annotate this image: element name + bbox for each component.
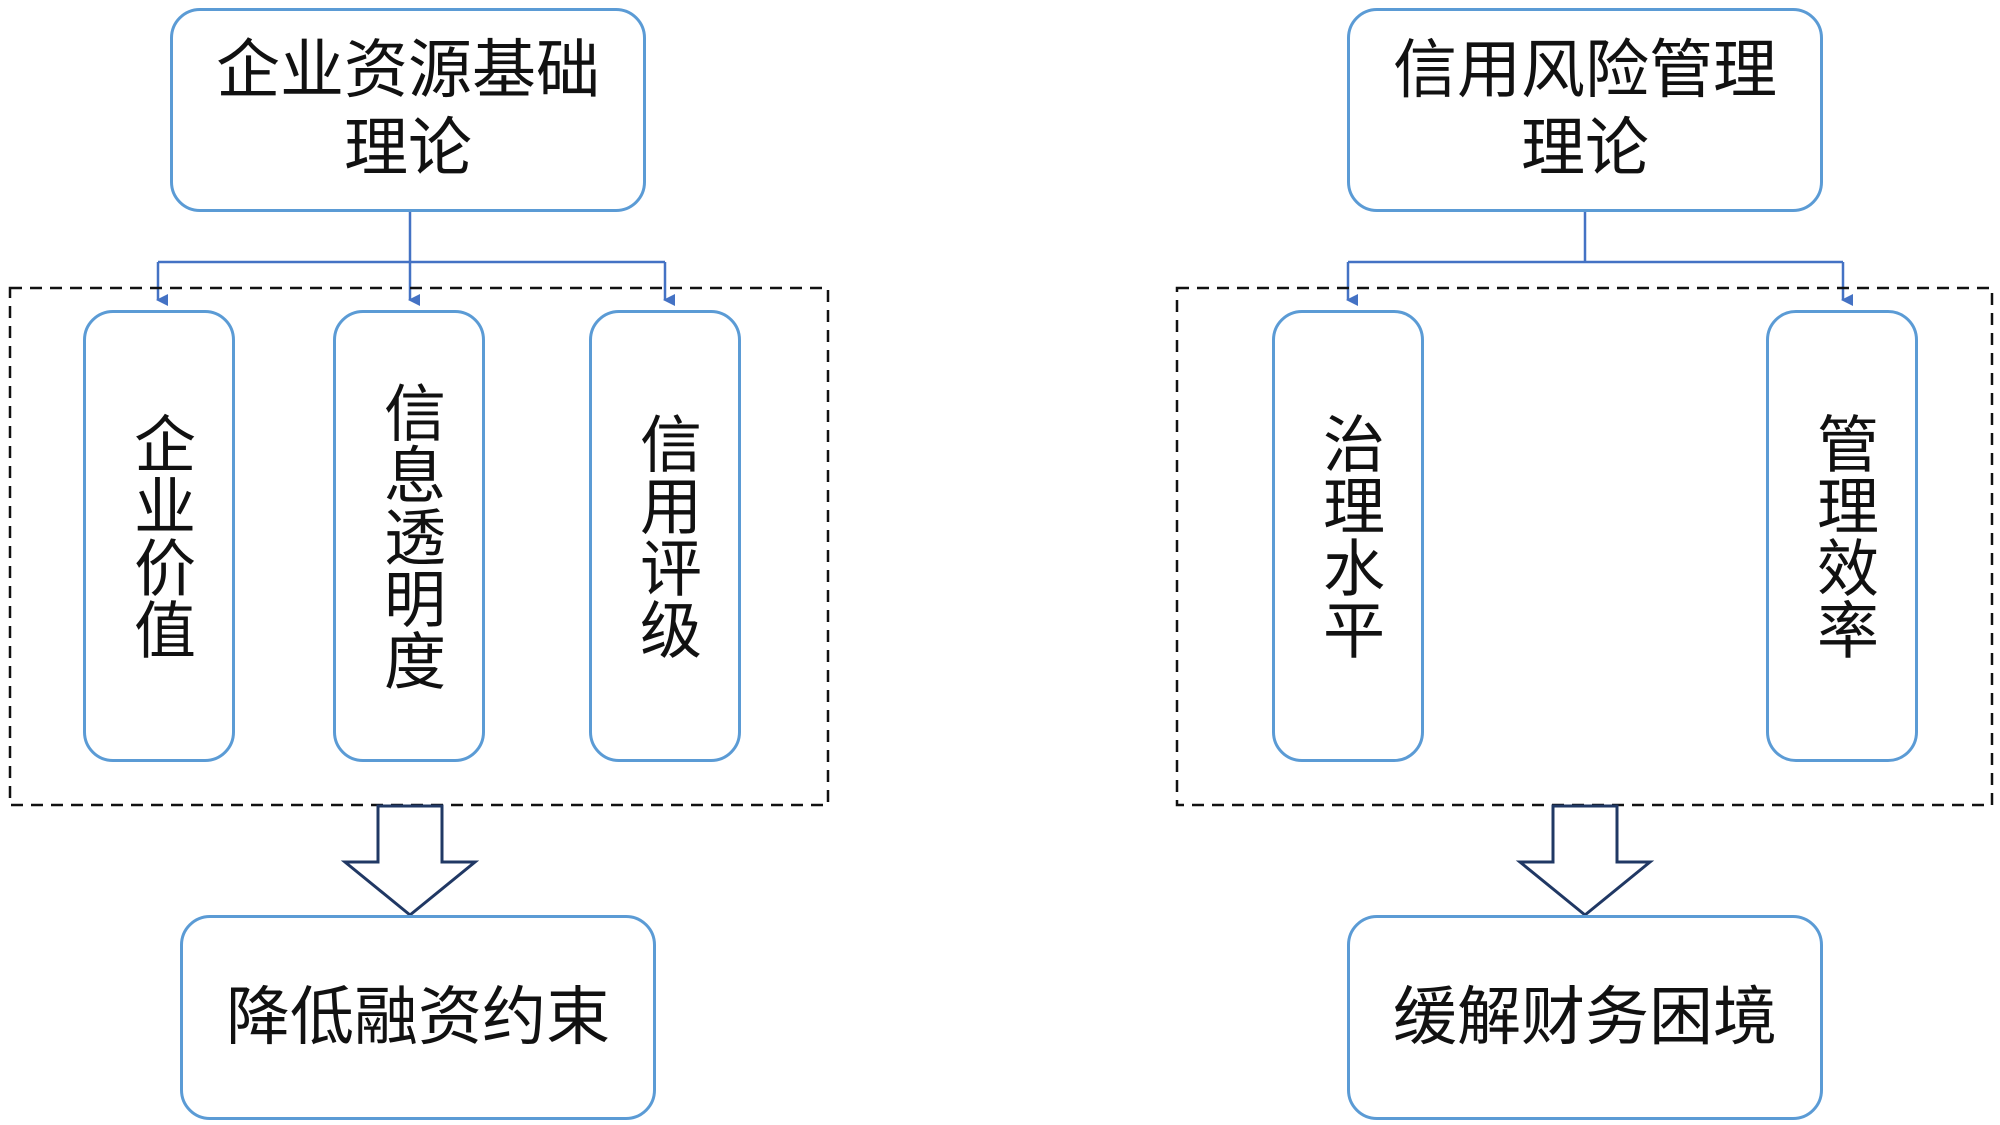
left-theory-box: 企业资源基础 理论 — [170, 8, 646, 212]
right-result-label: 缓解财务困境 — [1393, 980, 1777, 1055]
right-theory-box: 信用风险管理 理论 — [1347, 8, 1823, 212]
right-theory-title-line2: 理论 — [1521, 112, 1649, 186]
factor-label-enterprise-value: 企业价值 — [123, 412, 196, 660]
factor-label-governance-level: 治理水平 — [1312, 412, 1385, 660]
left-result-label: 降低融资约束 — [226, 980, 610, 1055]
left-theory-title-line2: 理论 — [344, 112, 472, 186]
right-block-arrow — [1515, 804, 1655, 917]
factor-label-information-transparency: 信息透明度 — [373, 381, 446, 691]
factor-box-management-efficiency: 管理效率 — [1766, 310, 1918, 762]
left-result-box: 降低融资约束 — [180, 915, 656, 1120]
left-connectors — [156, 212, 675, 306]
left-block-arrow — [340, 804, 480, 917]
factor-label-management-efficiency: 管理效率 — [1806, 412, 1879, 660]
right-theory-title-line1: 信用风险管理 — [1393, 34, 1777, 108]
factor-box-enterprise-value: 企业价值 — [83, 310, 235, 762]
right-result-box: 缓解财务困境 — [1347, 915, 1823, 1120]
right-factor-group-frame — [1175, 286, 1994, 807]
right-connectors — [1346, 212, 1853, 306]
factor-box-governance-level: 治理水平 — [1272, 310, 1424, 762]
left-theory-title-line1: 企业资源基础 — [216, 34, 600, 108]
factor-box-credit-rating: 信用评级 — [589, 310, 741, 762]
factor-box-information-transparency: 信息透明度 — [333, 310, 485, 762]
factor-label-credit-rating: 信用评级 — [629, 412, 702, 660]
